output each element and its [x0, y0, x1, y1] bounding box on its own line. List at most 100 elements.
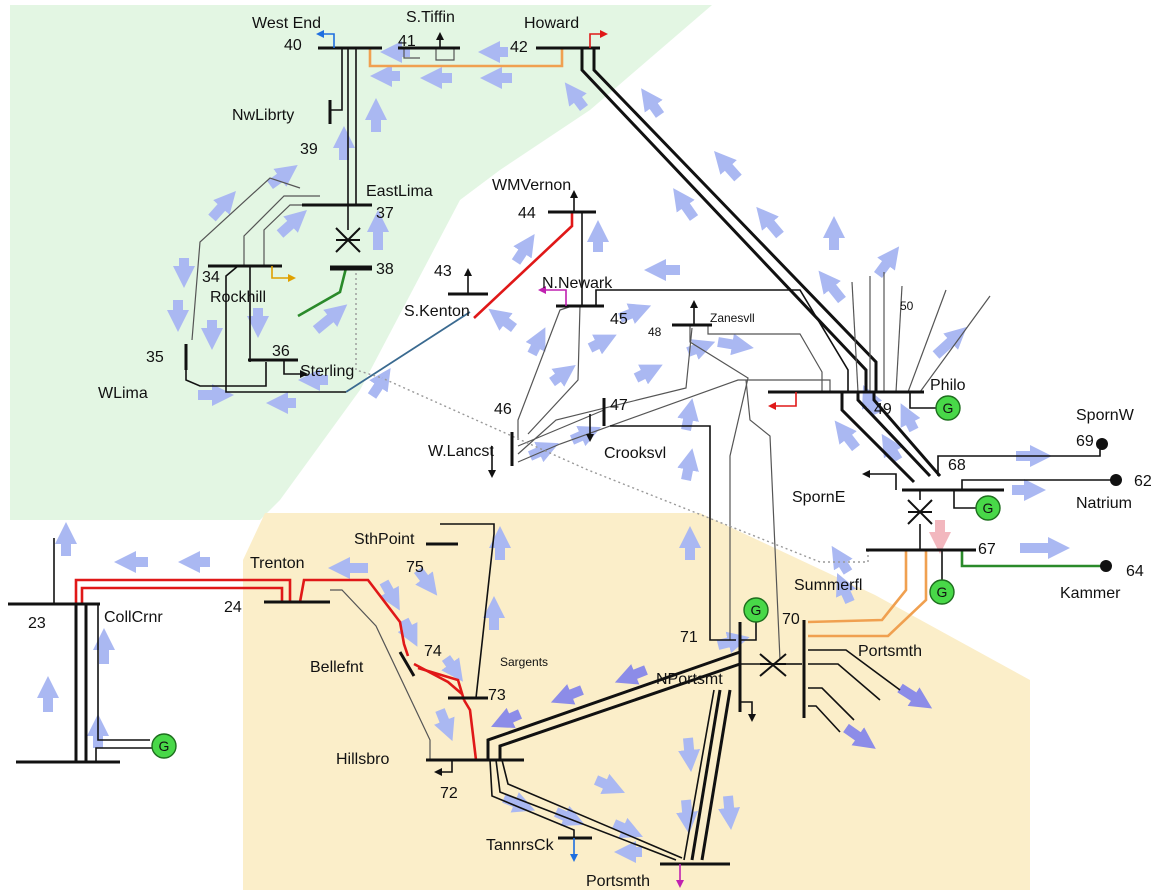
- line-70-24: [330, 589, 431, 760]
- line-47-69: [610, 425, 736, 641]
- flow-arrow: [873, 246, 900, 278]
- line-65-64-green: [960, 550, 1102, 568]
- line-65-68b: [808, 550, 928, 638]
- flow-arrow: [900, 403, 921, 433]
- flow-arrows: [37, 41, 1070, 863]
- bus-62-dot[interactable]: [1110, 474, 1122, 486]
- flow-arrow: [843, 723, 876, 749]
- line-40-39: [330, 48, 343, 111]
- bus-70-number: 72: [440, 785, 458, 802]
- line-37-35: [191, 177, 301, 341]
- transformer-66-65[interactable]: [907, 499, 933, 525]
- bus-62-name: Natrium: [1076, 495, 1132, 512]
- bus-62-number: 62: [1134, 473, 1152, 490]
- flow-arrow: [678, 737, 701, 772]
- bus-47-number: 47: [610, 397, 628, 414]
- flow-arrow: [550, 684, 584, 705]
- bus-42-name: Howard: [524, 15, 579, 32]
- flow-arrow: [441, 655, 463, 682]
- flow-arrow: [312, 304, 348, 334]
- bus-64-name: Kammer: [1060, 585, 1121, 602]
- bus-45-name: N.Newark: [542, 275, 613, 292]
- bus-65-name: Summerfl: [794, 577, 862, 594]
- transmission-lines: [53, 48, 1112, 861]
- line-48-49: [707, 325, 823, 392]
- svg-text:G: G: [983, 500, 994, 516]
- transformer-69-68[interactable]: [759, 653, 787, 677]
- line-42-49b: [592, 48, 878, 392]
- line-49-66b: [856, 392, 932, 478]
- generator-49[interactable]: G: [935, 395, 961, 421]
- bus-71-name: Sargents: [500, 655, 548, 669]
- bus-40-number: 40: [284, 37, 302, 54]
- flow-arrow: [491, 707, 523, 728]
- line-68-c: [808, 687, 855, 721]
- line-44-43-red: [473, 212, 574, 319]
- flow-arrow: [414, 567, 438, 596]
- bus-74-name: TannrsCk: [486, 837, 555, 854]
- bus-37-number: 37: [376, 205, 394, 222]
- bus-48-number: 48: [648, 325, 662, 339]
- bus-37-name: EastLima: [366, 183, 433, 200]
- bus-47-name: Crooksvl: [604, 445, 666, 462]
- flow-arrow: [564, 82, 588, 111]
- bus-23-number: 23: [28, 615, 46, 632]
- generator-65[interactable]: G: [929, 579, 955, 605]
- labels: 40 41 42 39 37 38 34 35 36 43 44 45 46 4…: [28, 9, 1152, 890]
- transformer-37-38[interactable]: [335, 227, 361, 253]
- bus-67-dot[interactable]: [1096, 438, 1108, 450]
- bus-69-name: NPortsmt: [656, 671, 723, 688]
- line-72-24-red: [298, 578, 410, 657]
- bus-73-name: SthPoint: [354, 531, 415, 548]
- flow-arrow: [756, 206, 784, 239]
- line-68-b: [808, 663, 881, 701]
- line-45-49: [595, 289, 849, 392]
- bus-23-name: CollCrnr: [104, 609, 163, 626]
- bus-64-dot[interactable]: [1100, 560, 1112, 572]
- bus-68-number: 70: [782, 611, 800, 628]
- line-46-47: [517, 409, 605, 447]
- line-65-68a: [807, 550, 908, 624]
- line-65-dotted: [381, 377, 869, 563]
- line-38-dotted: [355, 268, 383, 379]
- flow-arrow: [836, 573, 857, 605]
- generator-69[interactable]: G: [743, 597, 769, 623]
- flow-arrow: [593, 773, 625, 794]
- bus-72-number: 74: [424, 643, 442, 660]
- line-48-69: [689, 325, 749, 640]
- bus-49-name: Philo: [930, 377, 966, 394]
- svg-text:G: G: [943, 400, 954, 416]
- bus-66-number: 68: [948, 457, 966, 474]
- bus-39-name: NwLibrty: [232, 107, 294, 124]
- svg-text:G: G: [937, 584, 948, 600]
- bus-72[interactable]: [398, 651, 416, 677]
- flow-arrow: [716, 631, 750, 654]
- flow-arrow: [862, 385, 883, 417]
- line-tannrsck-gen: [95, 747, 152, 762]
- flow-arrow: [549, 365, 576, 387]
- line-72-71-red: [413, 662, 463, 695]
- flow-arrow: [686, 339, 716, 360]
- line-69-gen: [740, 622, 757, 641]
- line-49-66a: [840, 392, 916, 484]
- bus-36-number: 36: [272, 343, 290, 360]
- line-68-49: [745, 379, 781, 661]
- line-37-34a: [263, 204, 312, 266]
- bus-43-name: S.Kenton: [404, 303, 470, 320]
- bus-48-name: Zanesvll: [710, 311, 755, 325]
- flow-arrow: [897, 683, 933, 709]
- flow-arrow: [434, 708, 455, 742]
- generator-66[interactable]: G: [975, 495, 1001, 521]
- bus-45-number: 45: [610, 311, 628, 328]
- bus-39-number: 39: [300, 141, 318, 158]
- line-49-gen: [909, 392, 936, 409]
- line-24-23-red-b: [80, 586, 284, 604]
- line-35-36: [185, 360, 267, 387]
- generator-tannrsck[interactable]: G: [151, 733, 177, 759]
- flow-arrow: [379, 579, 400, 611]
- bus-41-number: 41: [398, 33, 416, 50]
- load-36-arrow: [283, 360, 308, 378]
- line-49-50-d: [895, 285, 903, 393]
- bus-43-number: 43: [434, 263, 452, 280]
- flow-arrow: [633, 364, 663, 385]
